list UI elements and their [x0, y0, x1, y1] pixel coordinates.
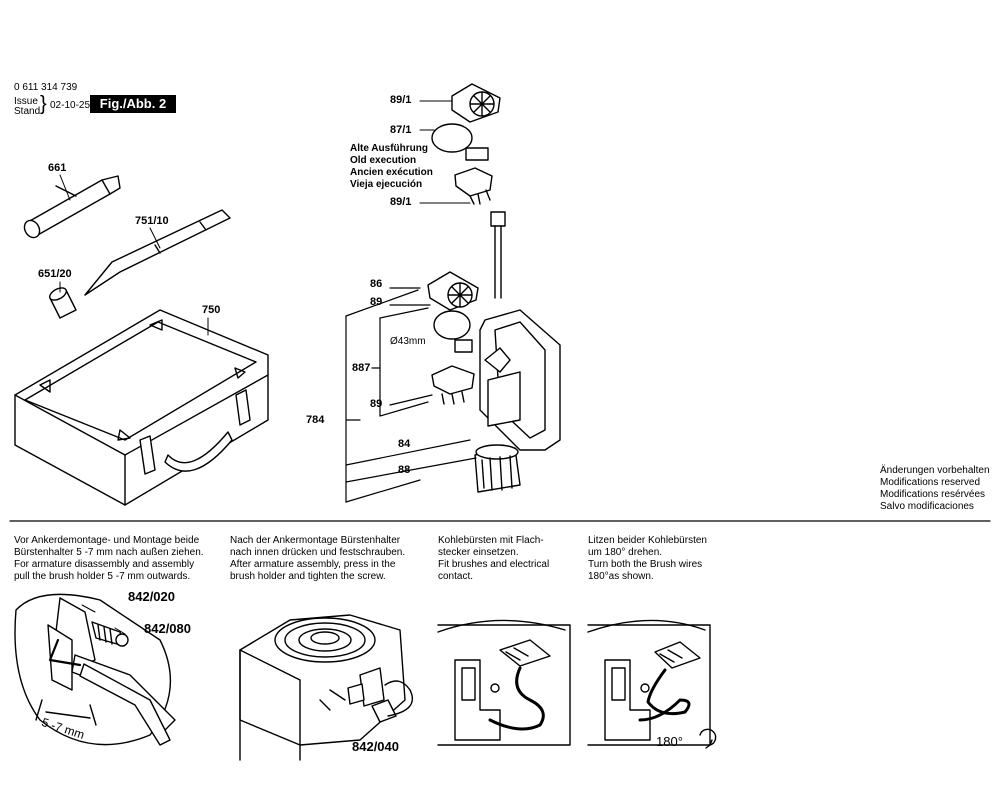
callout-842-040: 842/040 — [352, 739, 399, 754]
stand-label: Stand — [14, 106, 41, 117]
callout-842-020: 842/020 — [128, 589, 175, 604]
instruction-step-4: Litzen beider Kohlebürsten um 180° drehe… — [588, 535, 707, 582]
chisel-751-10 — [84, 209, 231, 296]
callout-89-a: 89 — [370, 296, 383, 308]
rotation-label: 180° — [656, 734, 683, 749]
callout-842-080: 842/080 — [144, 621, 191, 636]
instruction-step-2: Nach der Ankermontage Bürstenhalter nach… — [230, 535, 406, 582]
clamp-old-execution — [431, 83, 501, 205]
part-number: 0 611 314 739 — [14, 82, 78, 93]
instruction-step-1: Vor Ankerdemontage- und Montage beide Bü… — [14, 535, 204, 582]
threaded-rod — [490, 211, 506, 299]
step3-drawing — [437, 619, 571, 746]
sleeve-651-20 — [49, 287, 77, 319]
callout-89-b: 89 — [370, 398, 383, 410]
callout-86: 86 — [370, 278, 383, 290]
carrying-case-750 — [14, 309, 269, 506]
issue-date: 02-10-25 — [50, 100, 91, 111]
issue-brace: } — [40, 93, 47, 115]
step1-drawing — [14, 593, 176, 746]
callout-784: 784 — [306, 414, 325, 426]
callout-887: 887 — [352, 362, 371, 374]
step4-drawing — [587, 619, 717, 749]
callout-750: 750 — [202, 304, 221, 316]
modifications-notice: Änderungen vorbehalten Modifications res… — [880, 465, 990, 512]
issue-label: Issue — [14, 96, 38, 107]
callout-87-1: 87/1 — [390, 124, 412, 136]
callout-751-10: 751/10 — [135, 215, 169, 227]
callout-84: 84 — [398, 438, 411, 450]
callout-89-1-top: 89/1 — [390, 94, 412, 106]
callout-651-20: 651/20 — [38, 268, 72, 280]
callout-88: 88 — [398, 464, 411, 476]
callout-43mm: Ø43mm — [390, 336, 426, 347]
callout-661: 661 — [48, 162, 67, 174]
step2-drawing — [239, 614, 414, 761]
grease-tube-661 — [23, 175, 121, 239]
callout-89-1-bottom: 89/1 — [390, 196, 412, 208]
callout-brackets — [345, 287, 477, 503]
side-handle-assembly — [427, 271, 561, 493]
figure-label: Fig./Abb. 2 — [90, 95, 176, 113]
instruction-step-3: Kohlebürsten mit Flach- stecker einsetze… — [438, 535, 550, 582]
old-execution-label: Alte Ausführung Old execution Ancien exé… — [350, 143, 433, 190]
